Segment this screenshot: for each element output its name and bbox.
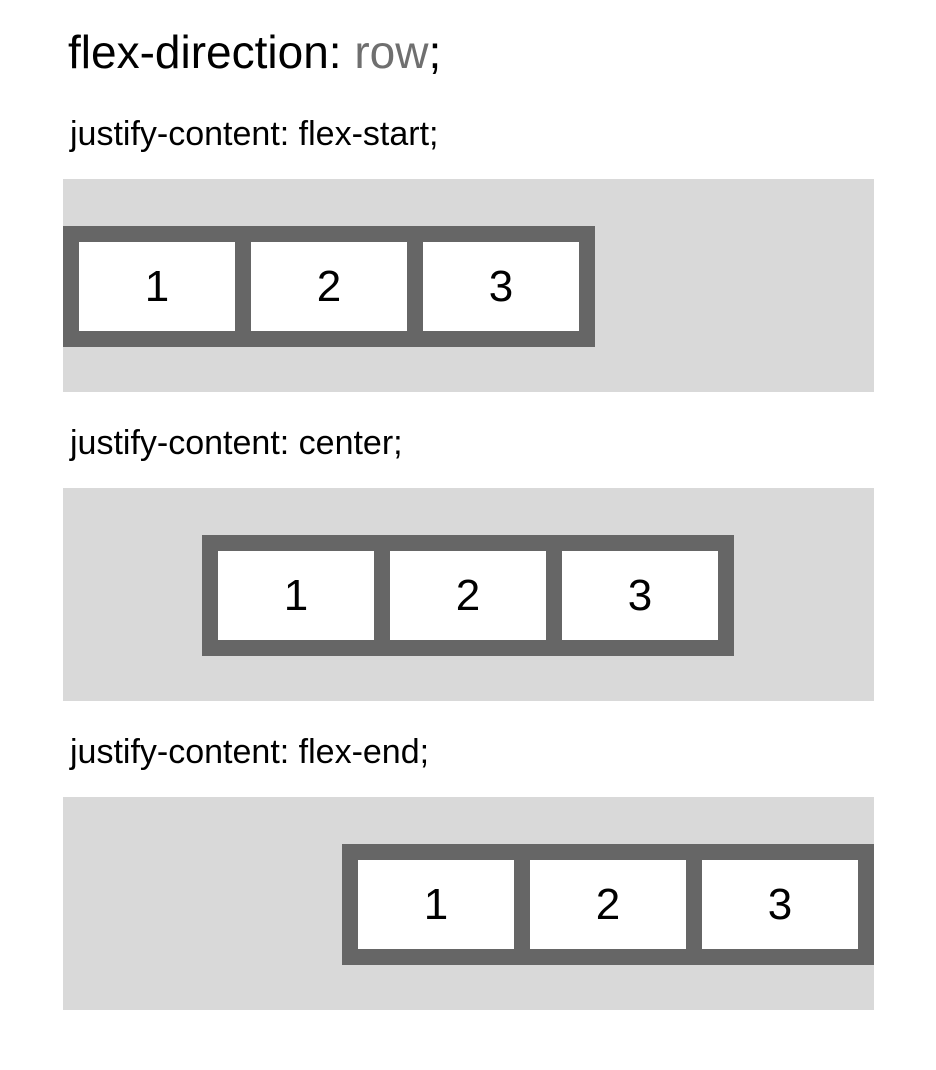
flex-container: 1 2 3 [342,844,874,965]
flex-item: 2 [251,242,407,331]
flex-container: 1 2 3 [63,226,595,347]
flex-item: 2 [390,551,546,640]
flex-container: 1 2 3 [202,535,734,656]
section-label-flex-start: justify-content: flex-start; [70,115,439,153]
flex-item: 2 [530,860,686,949]
title-suffix: ; [428,26,442,78]
flex-item: 3 [423,242,579,331]
title-value: row [354,26,429,78]
title-property: flex-direction: [68,26,355,78]
panel-flex-start: 1 2 3 [63,179,874,392]
section-label-flex-end: justify-content: flex-end; [70,733,430,771]
panel-flex-end: 1 2 3 [63,797,874,1010]
flex-item: 3 [702,860,858,949]
flex-item: 1 [218,551,374,640]
panel-center: 1 2 3 [63,488,874,701]
flex-item: 1 [358,860,514,949]
flex-item: 1 [79,242,235,331]
diagram-title: flex-direction: row; [68,22,441,82]
section-label-center: justify-content: center; [70,424,403,462]
flex-item: 3 [562,551,718,640]
